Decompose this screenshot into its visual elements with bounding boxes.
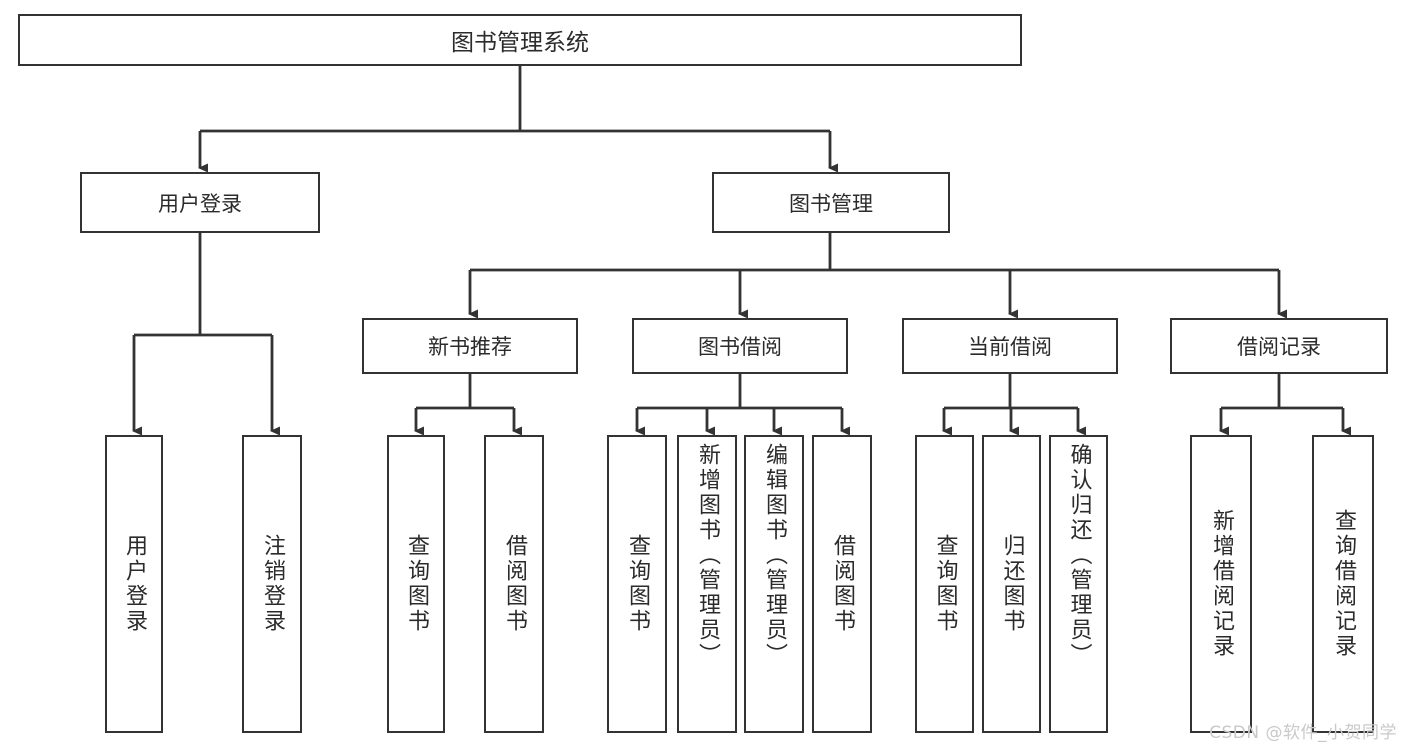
leaf-edit-book-admin[interactable]: 编辑图书（管理员） bbox=[744, 435, 804, 733]
leaf-confirm-return-admin-label: 确认归还（管理员） bbox=[1066, 443, 1092, 668]
node-user-login-label: 用户登录 bbox=[158, 191, 242, 216]
leaf-add-borrow-record-label: 新增借阅记录 bbox=[1209, 509, 1234, 659]
leaf-add-book-admin-label: 新增图书（管理员） bbox=[695, 443, 720, 668]
node-borrow-records[interactable]: 借阅记录 bbox=[1170, 318, 1388, 374]
node-current-borrow[interactable]: 当前借阅 bbox=[902, 318, 1118, 374]
leaf-query-book-label: 查询图书 bbox=[625, 534, 650, 634]
node-current-borrow-label: 当前借阅 bbox=[968, 335, 1052, 359]
leaf-borrow-book-recommend[interactable]: 借阅图书 bbox=[484, 435, 544, 733]
node-book-management-label: 图书管理 bbox=[789, 191, 873, 216]
watermark: CSDN @软件_小贺同学 bbox=[1209, 723, 1397, 743]
leaf-query-book-current[interactable]: 查询图书 bbox=[915, 435, 974, 733]
leaf-add-book-admin[interactable]: 新增图书（管理员） bbox=[677, 435, 737, 733]
leaf-query-borrow-record-label: 查询借阅记录 bbox=[1331, 509, 1356, 659]
node-user-login[interactable]: 用户登录 bbox=[80, 172, 320, 233]
leaf-add-borrow-record[interactable]: 新增借阅记录 bbox=[1190, 435, 1252, 733]
leaf-edit-book-admin-label: 编辑图书（管理员） bbox=[762, 443, 787, 668]
leaf-return-book[interactable]: 归还图书 bbox=[982, 435, 1041, 733]
node-book-borrow-label: 图书借阅 bbox=[698, 335, 782, 359]
leaf-query-book-recommend-label: 查询图书 bbox=[404, 534, 429, 634]
leaf-user-login-label: 用户登录 bbox=[122, 534, 147, 634]
leaf-return-book-label: 归还图书 bbox=[999, 534, 1025, 634]
leaf-confirm-return-admin[interactable]: 确认归还（管理员） bbox=[1049, 435, 1108, 733]
leaf-logout-label: 注销登录 bbox=[260, 534, 285, 634]
leaf-query-book[interactable]: 查询图书 bbox=[607, 435, 667, 733]
leaf-query-borrow-record[interactable]: 查询借阅记录 bbox=[1312, 435, 1374, 733]
leaf-user-login[interactable]: 用户登录 bbox=[105, 435, 163, 733]
node-root[interactable]: 图书管理系统 bbox=[18, 14, 1022, 66]
node-borrow-records-label: 借阅记录 bbox=[1237, 335, 1321, 359]
node-book-borrow[interactable]: 图书借阅 bbox=[632, 318, 848, 374]
leaf-borrow-book-recommend-label: 借阅图书 bbox=[502, 534, 527, 634]
leaf-borrow-book-label: 借阅图书 bbox=[830, 534, 855, 634]
leaf-logout[interactable]: 注销登录 bbox=[242, 435, 302, 733]
node-new-book-recommend-label: 新书推荐 bbox=[428, 335, 512, 359]
node-new-book-recommend[interactable]: 新书推荐 bbox=[362, 318, 578, 374]
node-book-management[interactable]: 图书管理 bbox=[712, 172, 950, 233]
node-root-label: 图书管理系统 bbox=[451, 30, 589, 56]
leaf-borrow-book[interactable]: 借阅图书 bbox=[812, 435, 872, 733]
leaf-query-book-recommend[interactable]: 查询图书 bbox=[387, 435, 445, 733]
leaf-query-book-current-label: 查询图书 bbox=[932, 534, 958, 634]
